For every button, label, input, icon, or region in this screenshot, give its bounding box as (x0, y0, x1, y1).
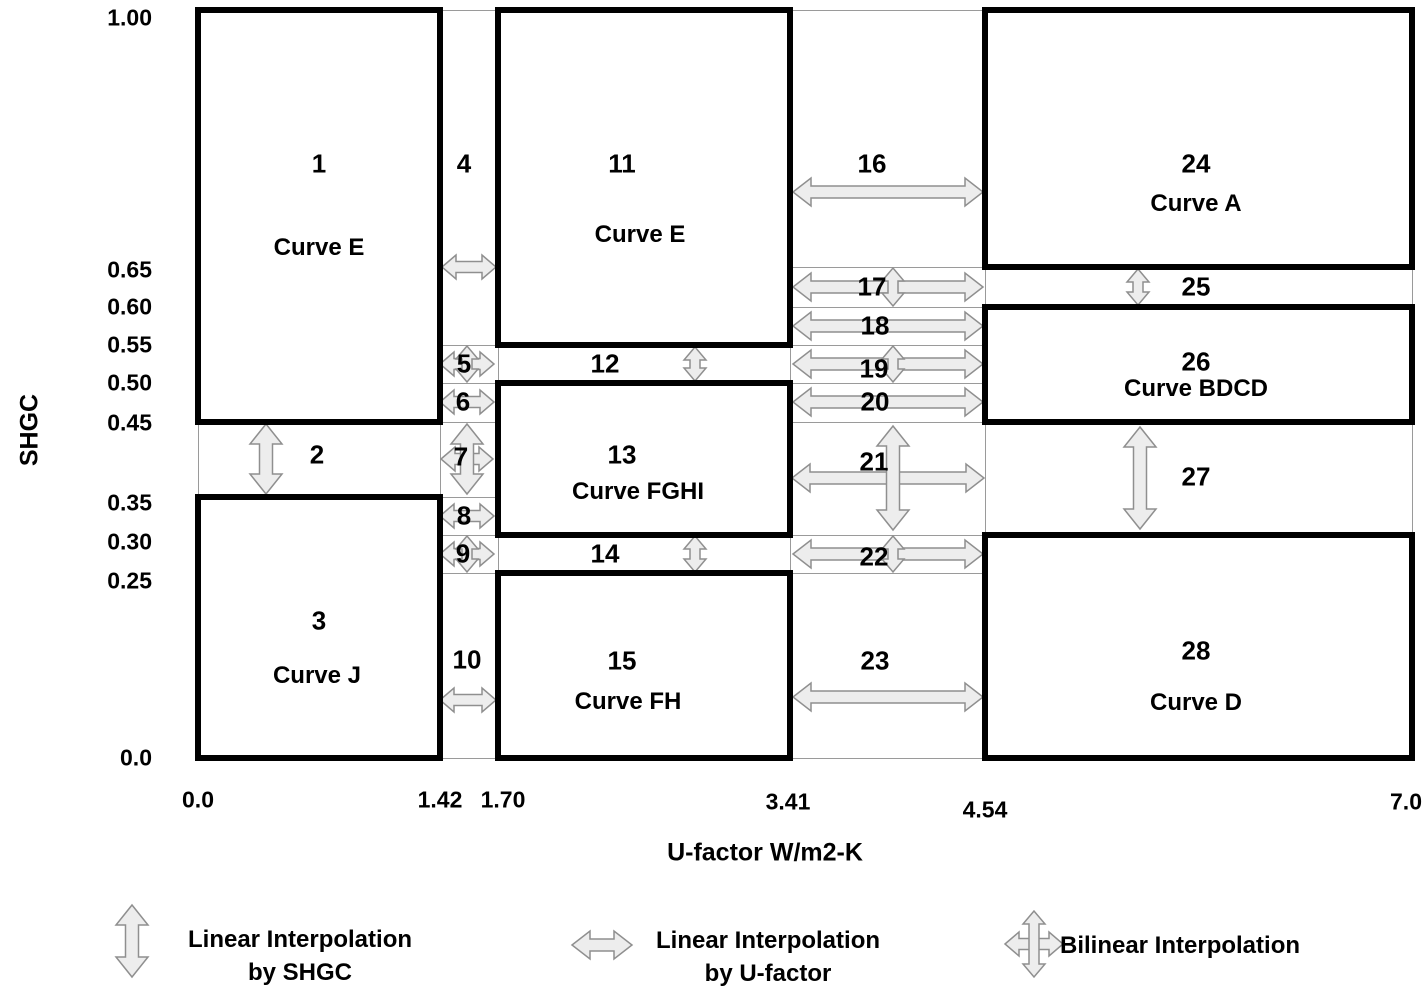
region-15-box (495, 570, 793, 761)
region-5-number-label: 5 (456, 348, 472, 379)
x-axis-title: U-factor W/m2-K (667, 838, 863, 867)
region-8-number-label: 8 (456, 500, 472, 531)
region-27-number-label: 27 (1181, 461, 1211, 492)
region-7-band (440, 422, 499, 498)
y-axis-title: SHGC (15, 393, 44, 467)
legend-bilinear-arrow (1003, 930, 1065, 958)
region-1-number-label: 1 (311, 148, 327, 179)
region-1-curve-label: Curve E (273, 234, 365, 261)
region-13-curve-label: Curve FGHI (571, 478, 705, 505)
y-axis-tick-1.00: 1.00 (107, 4, 152, 31)
region-4-number-label: 4 (456, 148, 472, 179)
region-14-band (498, 535, 791, 574)
region-19-number-label: 19 (859, 353, 889, 384)
region-2-number-label: 2 (309, 439, 325, 470)
region-16-band (790, 10, 986, 268)
x-axis-tick-1.42: 1.42 (417, 786, 463, 813)
region-13-number-label: 13 (607, 439, 637, 470)
y-axis-tick-0.55: 0.55 (107, 331, 152, 358)
y-axis-tick-0.50: 0.50 (107, 369, 152, 396)
region-28-box (982, 532, 1415, 761)
y-axis-tick-0.25: 0.25 (107, 567, 152, 594)
legend-bilinear-arrow (1021, 909, 1047, 979)
legend-linear-shgc-arrow (114, 903, 150, 979)
region-3-box (195, 494, 443, 761)
legend-linear-u-factor-label-line-1: Linear Interpolation (655, 927, 881, 954)
region-24-box (982, 7, 1415, 270)
region-20-number-label: 20 (860, 386, 890, 417)
x-axis-tick-3.41: 3.41 (765, 788, 811, 815)
x-axis-tick-1.70: 1.70 (480, 786, 526, 813)
region-7-number-label: 7 (453, 441, 469, 472)
region-12-band (498, 345, 791, 384)
region-9-number-label: 9 (455, 538, 471, 569)
y-axis-tick-0.0: 0.0 (120, 744, 152, 771)
region-18-number-label: 18 (860, 310, 890, 341)
region-17-number-label: 17 (857, 271, 887, 302)
region-10-number-label: 10 (452, 644, 482, 675)
region-11-box (495, 7, 793, 348)
legend-linear-shgc-label-line-1: Linear Interpolation (187, 926, 413, 953)
region-23-number-label: 23 (860, 645, 890, 676)
y-axis-tick-0.60: 0.60 (107, 293, 152, 320)
y-axis-tick-0.30: 0.30 (107, 528, 152, 555)
region-28-number-label: 28 (1181, 635, 1211, 666)
region-21-number-label: 21 (859, 446, 889, 477)
region-1-box (195, 7, 443, 425)
region-14-number-label: 14 (590, 538, 620, 569)
region-26-box (982, 304, 1415, 425)
x-axis-tick-7.0: 7.0 (1390, 788, 1422, 815)
region-3-curve-label: Curve J (272, 662, 362, 689)
x-axis-tick-0.0: 0.0 (182, 786, 214, 813)
region-26-curve-label: Curve BDCD (1123, 375, 1269, 402)
region-15-curve-label: Curve FH (574, 688, 682, 715)
legend-bilinear-label-line-1: Bilinear Interpolation (1059, 932, 1301, 959)
region-11-number-label: 11 (608, 148, 636, 179)
region-15-number-label: 15 (607, 645, 637, 676)
region-26-number-label: 26 (1181, 346, 1211, 377)
region-24-curve-label: Curve A (1150, 190, 1242, 217)
x-axis-tick-4.54: 4.54 (962, 796, 1008, 823)
region-16-number-label: 16 (857, 148, 887, 179)
y-axis-tick-0.45: 0.45 (107, 409, 152, 436)
y-axis-tick-0.35: 0.35 (107, 489, 152, 516)
region-24-number-label: 24 (1181, 148, 1211, 179)
region-17-band (790, 267, 986, 308)
legend-linear-shgc-label-line-2: by SHGC (247, 959, 353, 986)
legend-linear-u-factor-label-line-2: by U-factor (704, 960, 832, 987)
region-12-number-label: 12 (590, 348, 620, 379)
region-22-number-label: 22 (859, 541, 889, 572)
region-21-band (790, 422, 986, 536)
legend-linear-u-factor-arrow (570, 929, 634, 961)
region-3-number-label: 3 (311, 605, 327, 636)
region-13-box (495, 380, 793, 538)
region-28-curve-label: Curve D (1149, 689, 1243, 716)
y-axis-tick-0.65: 0.65 (107, 256, 152, 283)
region-11-curve-label: Curve E (594, 221, 686, 248)
region-6-number-label: 6 (455, 386, 471, 417)
region-25-number-label: 25 (1181, 271, 1211, 302)
